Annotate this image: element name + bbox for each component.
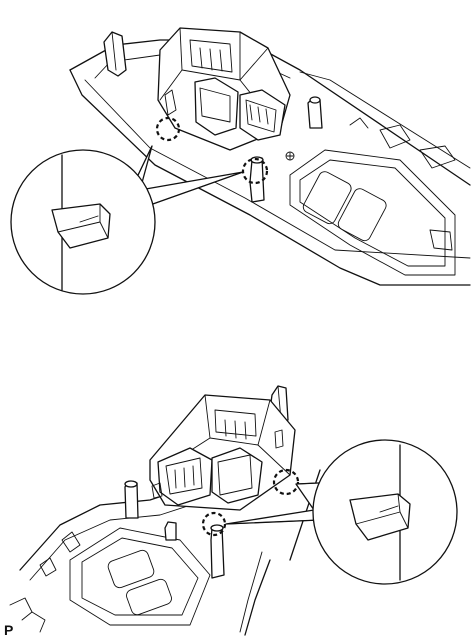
- bottom-clip-marker-upper: [272, 468, 300, 496]
- top-view: [10, 27, 471, 295]
- bottom-switch-assembly: [149, 394, 296, 511]
- top-clip-marker-left: [155, 116, 181, 142]
- bottom-clip-marker-lower: [201, 511, 227, 537]
- bottom-detail-circle: [312, 439, 458, 585]
- top-left-tab: [103, 31, 127, 77]
- top-pin-posts: [249, 96, 323, 203]
- corner-label: P: [4, 622, 14, 638]
- bottom-pin-posts: [124, 480, 225, 579]
- top-clip-marker-right: [241, 157, 269, 185]
- bottom-view: [9, 385, 458, 636]
- top-switch-assembly: [157, 27, 291, 151]
- top-detail-circle: [10, 149, 156, 295]
